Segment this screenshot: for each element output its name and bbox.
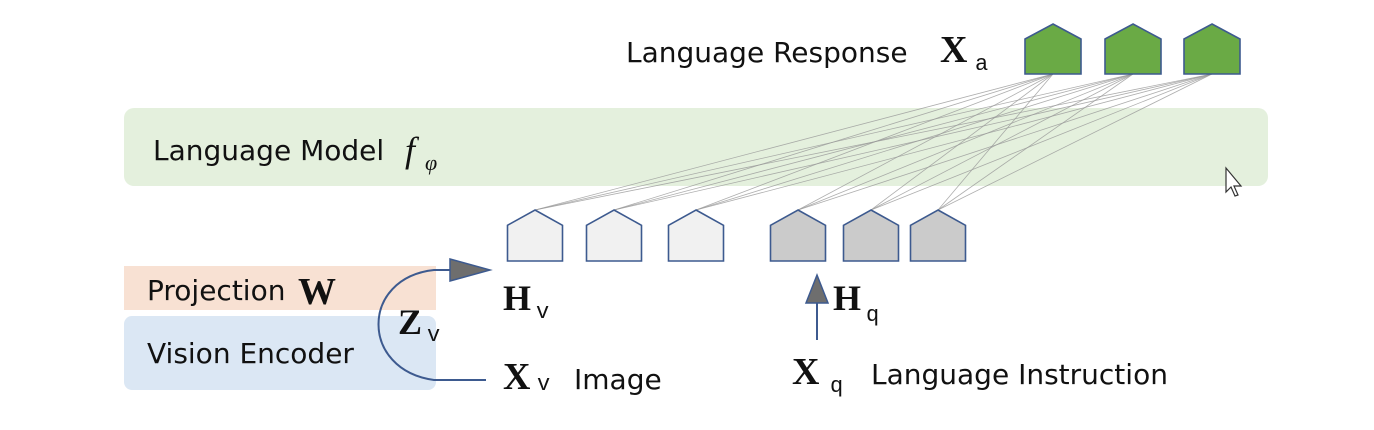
instruction-token: [769, 209, 827, 262]
instruction-token: [909, 209, 967, 262]
image-input-label: Image: [574, 363, 662, 396]
language-response-tokens: [1024, 23, 1241, 75]
visual-features-subscript: v: [427, 323, 440, 348]
token-connection-line: [870, 73, 1054, 211]
vision-encoder-label: Vision Encoder: [147, 337, 354, 370]
token-connection-line: [613, 73, 1054, 211]
token-connection-line: [695, 73, 1134, 211]
token-connection-line: [695, 73, 1213, 211]
token-connection-line: [797, 73, 1213, 211]
response-token: [1104, 23, 1162, 75]
image-input-subscript: v: [537, 372, 550, 397]
language-model-label: Language Model: [153, 134, 384, 167]
language-response-label: Language Response: [626, 36, 908, 69]
feature-flow-arrowhead: [449, 258, 493, 282]
token-connection-line: [797, 73, 1054, 211]
token-connection-line: [534, 73, 1054, 211]
image-tokens-symbol: H: [503, 278, 531, 318]
instruction-tokens-symbol: H: [833, 278, 861, 318]
image-input-symbol: X: [503, 356, 530, 398]
token-connection-line: [797, 73, 1134, 211]
feature-flow-curve: [377, 269, 486, 381]
language-response-symbol: X: [940, 29, 967, 71]
token-connections: [534, 73, 1213, 211]
image-token: [585, 209, 643, 262]
image-token: [667, 209, 725, 262]
image-tokens-subscript: v: [536, 300, 549, 325]
instruction-token: [842, 209, 900, 262]
mouse-cursor-icon: [1225, 166, 1243, 197]
instruction-tokens-subscript: q: [866, 303, 879, 328]
token-connection-line: [695, 73, 1054, 211]
instruction-tokens: [769, 209, 967, 262]
image-token: [506, 209, 564, 262]
vision-encoder-block: [124, 316, 436, 390]
response-token: [1183, 23, 1241, 75]
language-response-subscript: a: [975, 52, 988, 77]
token-connection-line: [870, 73, 1134, 211]
token-connection-line: [613, 73, 1213, 211]
language-model-subscript: φ: [425, 150, 437, 175]
instruction-input-subscript: q: [830, 374, 843, 399]
token-connection-line: [937, 73, 1054, 211]
instruction-input-symbol: X: [792, 351, 819, 393]
instruction-input-label: Language Instruction: [871, 358, 1168, 391]
image-tokens: [506, 209, 725, 262]
projection-label: Projection: [147, 274, 285, 307]
visual-features-symbol: Z: [398, 302, 422, 342]
instruction-arrowhead: [804, 272, 830, 304]
token-connection-line: [937, 73, 1213, 211]
token-connection-line: [937, 73, 1134, 211]
projection-symbol: W: [298, 271, 336, 313]
response-token: [1024, 23, 1082, 75]
token-connection-line: [870, 73, 1213, 211]
